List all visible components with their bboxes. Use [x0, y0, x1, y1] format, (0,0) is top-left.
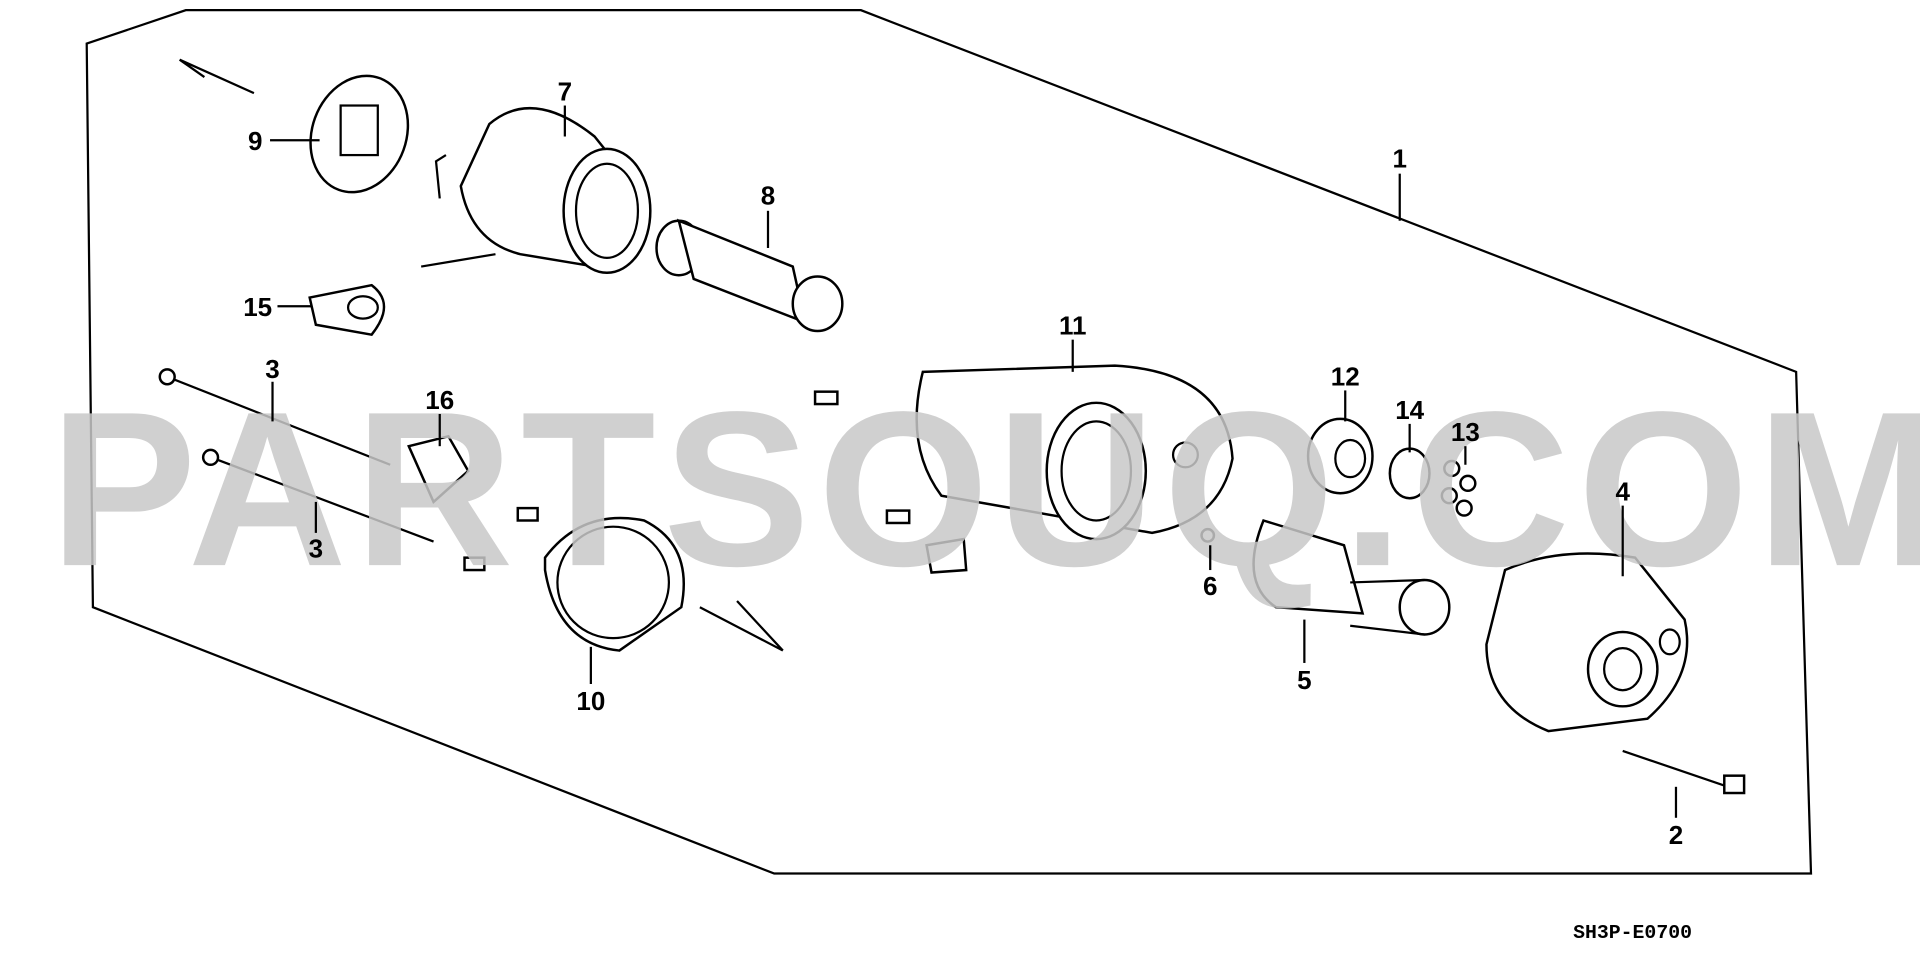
callout-3-lower: 3	[309, 534, 323, 564]
part-10-cover	[543, 516, 685, 652]
callout-8: 8	[761, 181, 775, 211]
callout-2: 2	[1669, 820, 1683, 850]
diagram-code: SH3P-E0700	[1573, 922, 1692, 944]
screws	[463, 390, 911, 572]
callout-6: 6	[1203, 571, 1217, 601]
part-6-ball	[1200, 527, 1216, 543]
callout-16: 16	[425, 385, 454, 415]
callout-10: 10	[576, 686, 605, 716]
part-12-gear	[1306, 417, 1374, 495]
callout-13: 13	[1451, 417, 1480, 447]
callout-12: 12	[1331, 361, 1360, 391]
part-8-armature	[655, 218, 844, 333]
direction-arrows	[178, 58, 784, 652]
callout-5: 5	[1297, 665, 1311, 695]
leader-lines	[270, 105, 1678, 818]
part-15-bearing	[308, 283, 386, 337]
part-11-solenoid-housing	[915, 364, 1234, 574]
callout-9: 9	[248, 126, 262, 156]
part-5-overrunning-clutch	[1252, 518, 1451, 636]
part-16-bracket	[407, 434, 470, 504]
part-13-rollers	[1440, 459, 1477, 517]
callout-4: 4	[1615, 477, 1630, 507]
callout-7: 7	[558, 77, 572, 107]
part-7-yoke	[420, 106, 652, 274]
assembly-border	[85, 9, 1813, 875]
callout-14: 14	[1395, 395, 1424, 425]
part-2-bolt	[1622, 749, 1746, 795]
callout-3-upper: 3	[265, 354, 279, 384]
part-9-brush-holder	[309, 74, 410, 194]
part-3-through-bolts	[158, 368, 434, 543]
callout-1: 1	[1393, 143, 1407, 173]
callout-11: 11	[1059, 311, 1087, 341]
callout-15: 15	[243, 292, 272, 322]
watermark: PARTSOUQ.COM	[50, 365, 1920, 612]
part-4-gear-housing	[1485, 552, 1689, 733]
